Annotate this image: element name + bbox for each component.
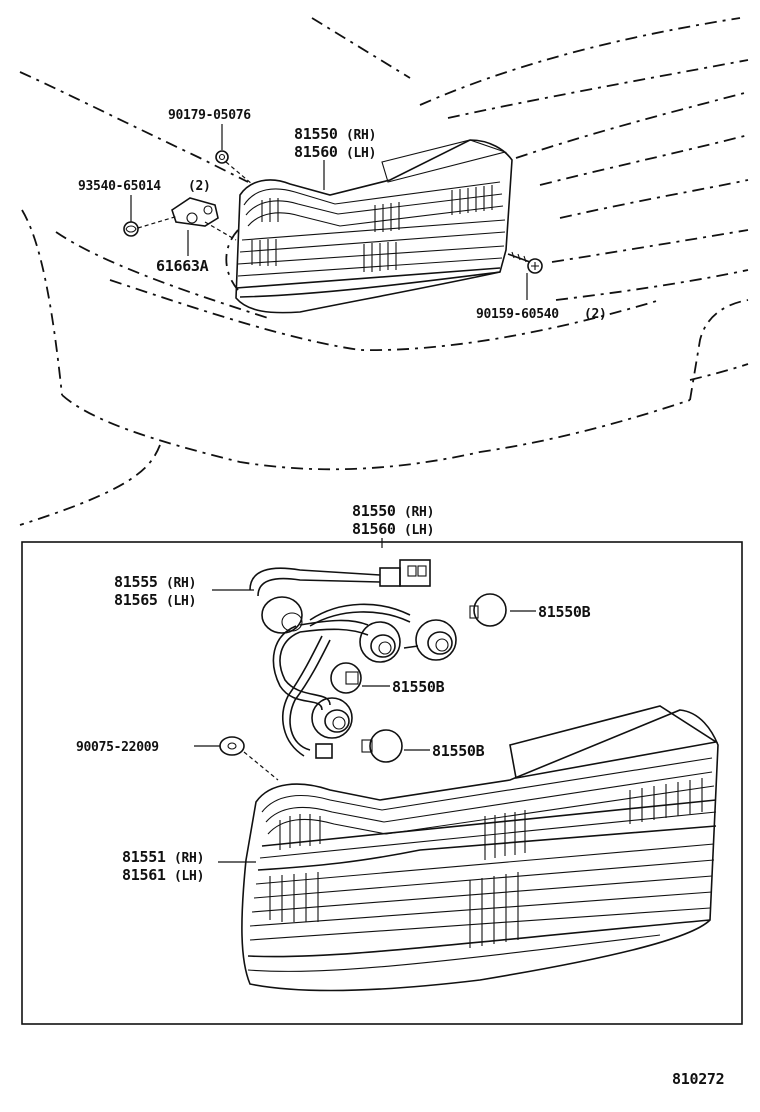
label-81551-side: (RH): [174, 851, 204, 866]
tail-lamp-assembly-top: [235, 139, 513, 314]
label-93540-65014: 93540-65014: [78, 179, 161, 194]
lens-81551: [241, 705, 719, 992]
label-81550-box-side: (RH): [404, 505, 434, 520]
label-81560-top-side: (LH): [346, 146, 376, 161]
label-81550b-1: 81550B: [538, 603, 591, 621]
bulb-81550b-2-icon: [330, 662, 362, 694]
label-81565-side: (LH): [166, 594, 196, 609]
label-81555-side: (RH): [166, 576, 196, 591]
car-body-outline: [19, 17, 749, 526]
label-90075-22009: 90075-22009: [76, 740, 159, 755]
label-81565: 81565: [114, 591, 158, 609]
bulb-81550b-3-icon: [361, 729, 403, 763]
label-90179-05076: 90179-05076: [168, 108, 251, 123]
label-81561-side: (LH): [174, 869, 204, 884]
diagram-number: 810272: [672, 1070, 724, 1088]
label-81550-box: 81550: [352, 502, 396, 520]
label-93540-qty: (2): [188, 179, 211, 194]
label-81550-top-side: (RH): [346, 128, 376, 143]
nut-90179-icon: [215, 150, 229, 164]
label-90159-60540: 90159-60540: [476, 307, 559, 322]
label-81560-box: 81560: [352, 520, 396, 538]
label-61663a: 61663A: [156, 257, 209, 275]
screw-93540-icon: [123, 221, 139, 237]
wire-harness-81555: [249, 559, 457, 759]
label-81550b-2: 81550B: [392, 678, 445, 696]
bulb-81550b-1-icon: [469, 593, 507, 627]
label-81555: 81555: [114, 573, 158, 591]
screw-90159-icon: [507, 251, 543, 274]
label-81560-top: 81560: [294, 143, 338, 161]
label-81550-top: 81550: [294, 125, 338, 143]
gasket-90075-icon: [219, 736, 245, 756]
label-81560-box-side: (LH): [404, 523, 434, 538]
label-81561: 81561: [122, 866, 166, 884]
label-90159-qty: (2): [584, 307, 607, 322]
label-81550b-3: 81550B: [432, 742, 485, 760]
bracket-61663a-icon: [171, 197, 219, 227]
label-81551: 81551: [122, 848, 166, 866]
